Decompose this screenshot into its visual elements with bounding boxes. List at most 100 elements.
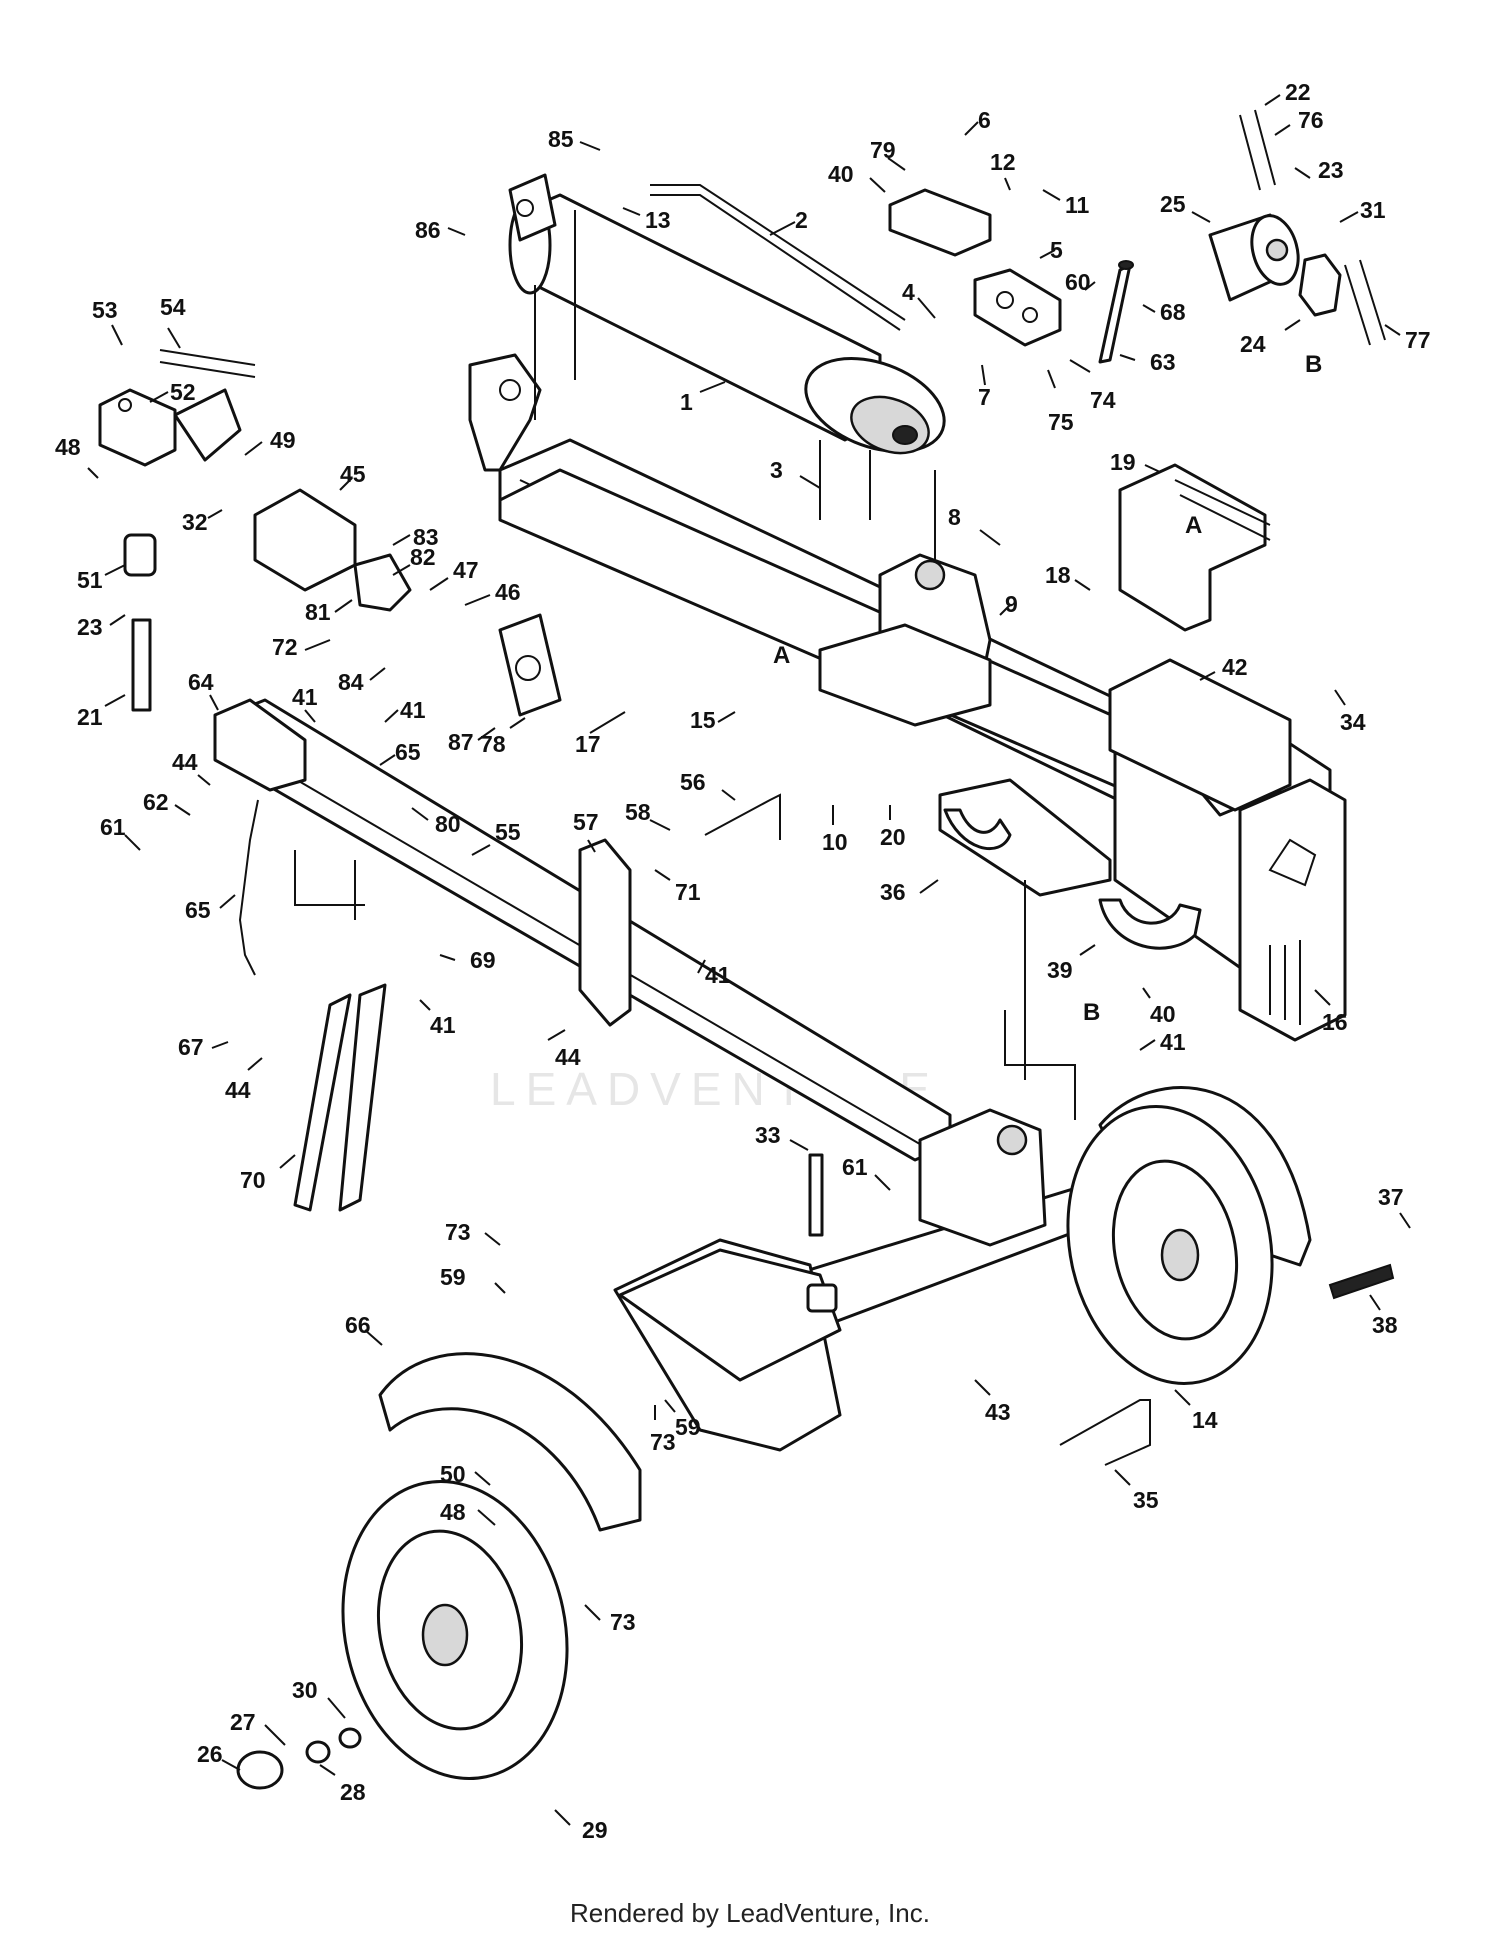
wedge-9: [818, 553, 992, 727]
callout-43: 43: [985, 1399, 1011, 1425]
callout-17: 17: [575, 731, 601, 757]
callout-64: 64: [188, 669, 214, 695]
callout-30: 30: [292, 1677, 318, 1703]
callout-53: 53: [92, 297, 118, 323]
callout-60: 60: [1065, 269, 1091, 295]
callout-70: 70: [240, 1167, 266, 1193]
callout-59b: 59: [675, 1414, 701, 1440]
callout-31: 31: [1360, 197, 1386, 223]
beam-support-42: [1108, 658, 1292, 812]
callout-52: 52: [170, 379, 196, 405]
callout-13: 13: [645, 207, 671, 233]
filter-25: [1208, 213, 1300, 302]
callout-22: 22: [1285, 79, 1311, 105]
wheel-right: [1066, 1104, 1274, 1386]
callout-25: 25: [1160, 191, 1186, 217]
callout-54: 54: [160, 294, 186, 320]
callout-65b: 65: [185, 897, 211, 923]
callout-23b: 23: [1318, 157, 1344, 183]
callout-84: 84: [338, 669, 364, 695]
callout-63: 63: [1150, 349, 1176, 375]
callout-27: 27: [230, 1709, 256, 1735]
callout-7: 7: [978, 384, 991, 410]
callout-6: 6: [978, 107, 991, 133]
tank-cap: [806, 1283, 838, 1313]
handle-56: [704, 793, 781, 840]
spring-77: [1344, 259, 1386, 346]
callout-46: 46: [495, 579, 521, 605]
callout-41a: 41: [292, 684, 318, 710]
callout-26: 26: [197, 1741, 223, 1767]
callout-71: 71: [675, 879, 701, 905]
callout-82: 82: [410, 544, 436, 570]
callout-65a: 65: [395, 739, 421, 765]
callout-18: 18: [1045, 562, 1071, 588]
callout-39: 39: [1047, 957, 1073, 983]
washer-30: [338, 1727, 362, 1749]
callout-38: 38: [1372, 1312, 1398, 1338]
callout-2: 2: [795, 207, 808, 233]
callout-5: 5: [1050, 237, 1063, 263]
callout-74: 74: [1090, 387, 1116, 413]
callout-44c: 44: [225, 1077, 251, 1103]
callout-29: 29: [582, 1817, 608, 1843]
jack-stand-70: [293, 983, 387, 1212]
callout-72: 72: [272, 634, 298, 660]
callout-69: 69: [470, 947, 496, 973]
adapter-plate-87: [498, 613, 562, 717]
dipstick-33: [808, 1153, 824, 1237]
callout-67: 67: [178, 1034, 204, 1060]
callout-76: 76: [1298, 107, 1324, 133]
callout-51: 51: [77, 567, 103, 593]
ref-letter-a-upper: A: [1185, 512, 1202, 539]
callout-19: 19: [1110, 449, 1136, 475]
guard-19: [1118, 463, 1271, 632]
pump-52: [98, 388, 242, 467]
callout-42: 42: [1222, 654, 1248, 680]
wheel-29: [341, 1480, 569, 1780]
callout-48a: 48: [55, 434, 81, 460]
callout-79: 79: [870, 137, 896, 163]
control-valve-5: [973, 260, 1134, 364]
callout-66: 66: [345, 1312, 371, 1338]
log-cradle: [938, 778, 1202, 950]
callout-49: 49: [270, 427, 296, 453]
callout-3: 3: [770, 457, 783, 483]
callout-73b: 73: [650, 1429, 676, 1455]
callout-77: 77: [1405, 327, 1431, 353]
callout-40: 40: [828, 161, 854, 187]
callout-57: 57: [573, 809, 599, 835]
spring-38: [1328, 1263, 1395, 1300]
callout-20: 20: [880, 824, 906, 850]
hitch-pin-35: [1059, 1399, 1151, 1466]
filter-head-24: [1298, 253, 1342, 317]
callout-41d: 41: [430, 1012, 456, 1038]
callout-35: 35: [1133, 1487, 1159, 1513]
tube-21: [131, 618, 152, 712]
nut-28: [305, 1740, 331, 1764]
callout-8: 8: [948, 504, 961, 530]
callout-41b: 41: [400, 697, 426, 723]
callout-24: 24: [1240, 331, 1266, 357]
callout-73c: 73: [610, 1609, 636, 1635]
callout-33: 33: [755, 1122, 781, 1148]
callout-40b: 40: [1150, 1001, 1176, 1027]
callout-61a: 61: [100, 814, 126, 840]
callout-group: 1 2 3 4 5 6 7 8 9 10 11 12 13 14 15 16 1…: [55, 79, 1431, 1843]
callout-34: 34: [1340, 709, 1366, 735]
hose-76: [1239, 109, 1276, 191]
callout-23: 23: [77, 614, 103, 640]
callout-73a: 73: [445, 1219, 471, 1245]
hose-54: [159, 349, 256, 378]
callout-44a: 44: [172, 749, 198, 775]
bracket-79: [888, 188, 992, 257]
callout-58: 58: [625, 799, 651, 825]
callout-1: 1: [680, 389, 693, 415]
callout-80: 80: [435, 811, 461, 837]
callout-41c: 41: [705, 962, 731, 988]
callout-21: 21: [77, 704, 103, 730]
callout-16: 16: [1322, 1009, 1348, 1035]
callout-12: 12: [990, 149, 1016, 175]
callout-28: 28: [340, 1779, 366, 1805]
hydraulic-cylinder: [508, 173, 946, 455]
